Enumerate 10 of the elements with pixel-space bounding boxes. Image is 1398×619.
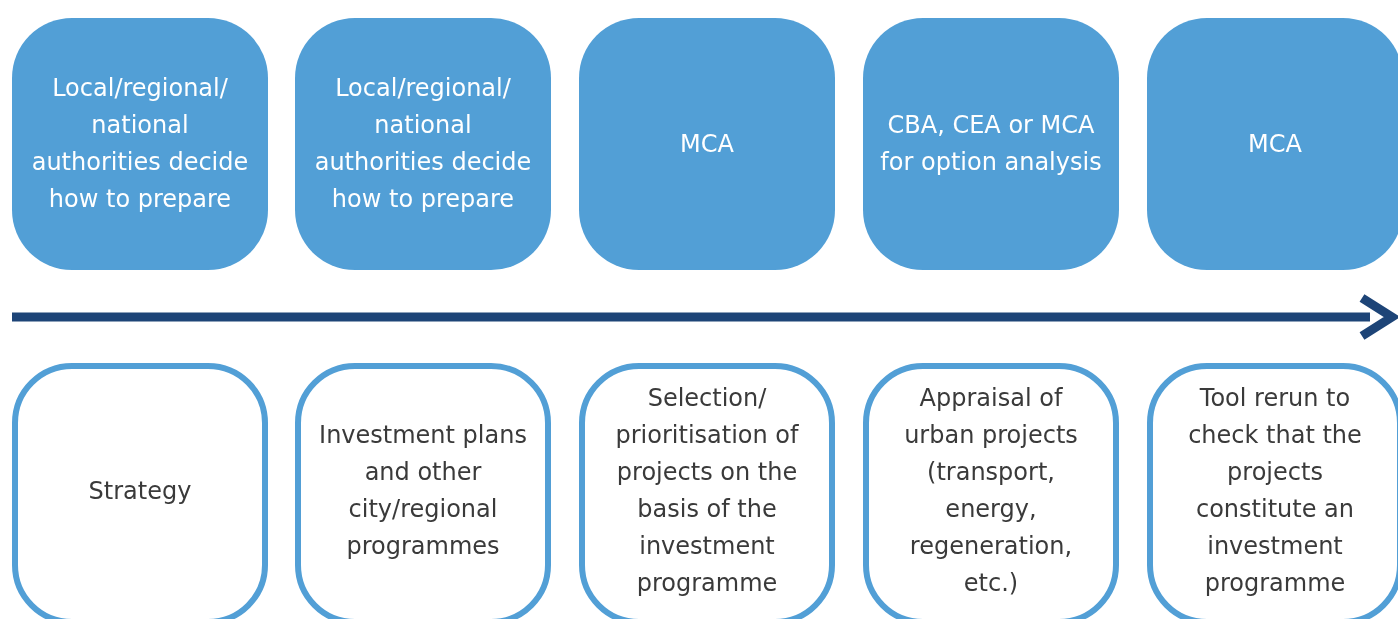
stage-box: Tool rerun to check that the projects constitute an investment programme <box>1147 363 1398 619</box>
method-box: MCA <box>579 18 835 270</box>
method-box: Local/regional/ national authorities decide how to prepare <box>295 18 551 270</box>
method-box: CBA, CEA or MCA for option analysis <box>863 18 1119 270</box>
method-box: Local/regional/ national authorities decide how to prepare <box>12 18 268 270</box>
method-box: MCA <box>1147 18 1398 270</box>
stage-box: Selection/ prioritisation of projects on the basis of the investment programme <box>579 363 835 619</box>
stage-box: Appraisal of urban projects (transport, energy, regeneration, etc.) <box>863 363 1119 619</box>
stage-box: Strategy <box>12 363 268 619</box>
stage-box: Investment plans and other city/regional programmes <box>295 363 551 619</box>
